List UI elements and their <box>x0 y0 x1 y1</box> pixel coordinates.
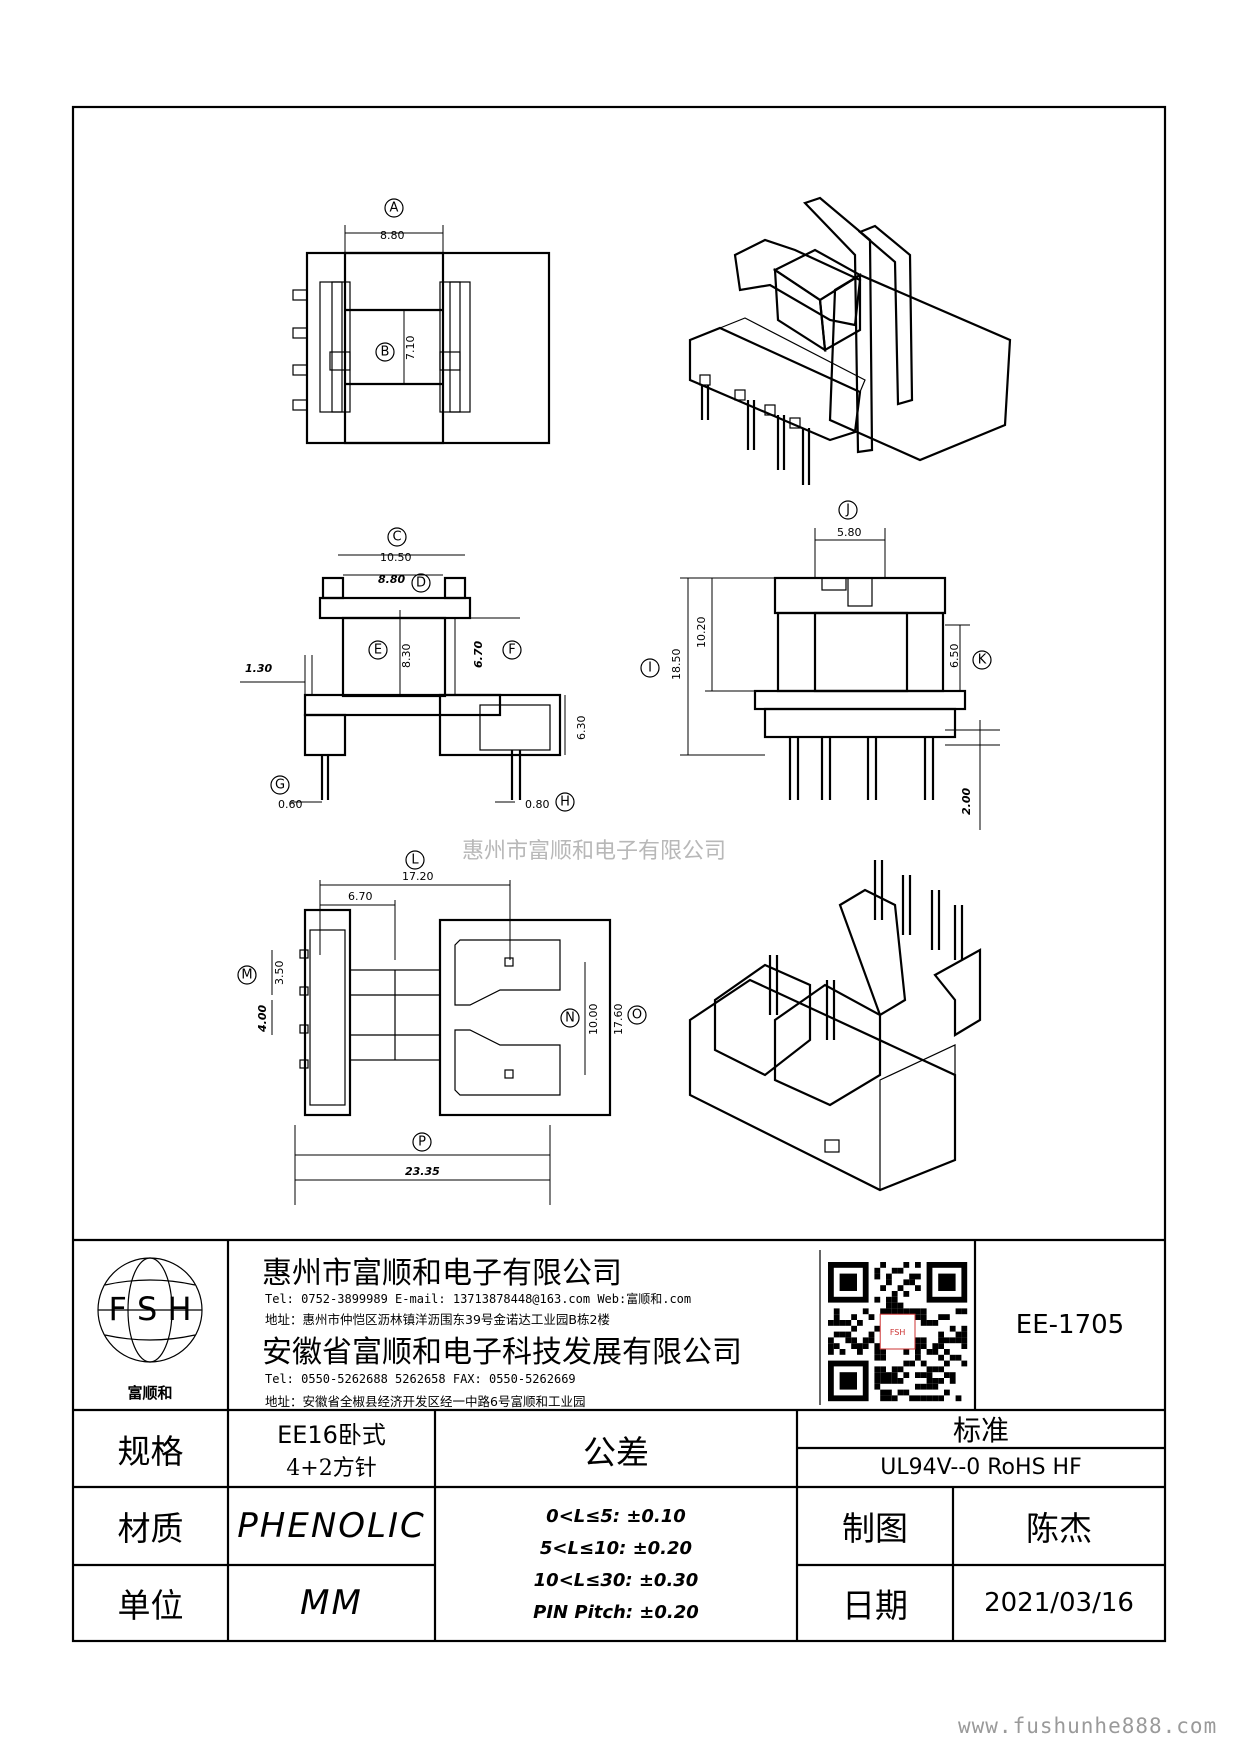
part-number: EE-1705 <box>1015 1310 1125 1340</box>
tolerance-list: 0<L≤5: ±0.10 5<L≤10: ±0.20 10<L≤30: ±0.3… <box>435 1490 797 1640</box>
material-label: 材质 <box>117 1509 184 1548</box>
label-E: E <box>374 643 382 658</box>
tolerance-line: 5<L≤10: ±0.20 <box>539 1538 693 1559</box>
dim-K: 6.50 <box>948 644 961 669</box>
watermark: 惠州市富顺和电子有限公司 <box>462 839 726 864</box>
drawn-by-value: 陈杰 <box>1026 1509 1092 1548</box>
dim-I: 18.50 <box>670 649 683 681</box>
dim-N: 10.00 <box>587 1004 600 1036</box>
company2-info: Tel: 0550-5262688 5262658 FAX: 0550-5262… <box>265 1372 576 1386</box>
fsh-logo: F S H 富顺和 <box>97 1257 203 1402</box>
label-J: J <box>845 503 850 518</box>
dim-4.00: 4.00 <box>256 1005 269 1033</box>
label-I: I <box>648 661 652 676</box>
dim-6.30: 6.30 <box>575 716 588 741</box>
dim-E: 8.30 <box>400 644 413 669</box>
label-K: K <box>978 653 987 668</box>
company2-address: 地址：安徽省全椒县经济开发区经一中路6号富顺和工业园 <box>265 1394 586 1409</box>
dim-2.00: 2.00 <box>960 788 973 815</box>
spec-value-1: EE16卧式 <box>277 1421 386 1449</box>
label-O: O <box>632 1008 642 1023</box>
qr-code-icon: FSH <box>828 1262 968 1402</box>
unit-label: 单位 <box>117 1586 184 1625</box>
dim-C: 10.50 <box>380 551 412 564</box>
iso-view-top <box>688 196 1012 485</box>
company1-name: 惠州市富顺和电子有限公司 <box>262 1256 622 1291</box>
unit-value: MM <box>300 1583 363 1623</box>
label-P: P <box>418 1135 426 1150</box>
label-C: C <box>392 530 401 545</box>
dim-M: 3.50 <box>273 961 286 986</box>
dim-10.20: 10.20 <box>695 617 708 649</box>
label-H: H <box>560 795 570 810</box>
logo-letters: F S H <box>108 1290 191 1328</box>
side-view <box>680 528 1000 830</box>
label-N: N <box>565 1011 575 1026</box>
dim-6.70: 6.70 <box>348 890 373 903</box>
label-M: M <box>241 968 252 983</box>
dim-J: 5.80 <box>837 526 862 539</box>
standard-label: 标准 <box>952 1414 1009 1447</box>
dim-B: 7.10 <box>404 336 417 361</box>
spec-value-2: 4+2方针 <box>286 1456 377 1481</box>
dim-1.30: 1.30 <box>245 662 272 675</box>
label-F: F <box>508 643 515 658</box>
dim-H: 0.80 <box>525 798 550 811</box>
label-B: B <box>381 345 390 360</box>
dim-L: 17.20 <box>402 870 434 883</box>
drawn-by-label: 制图 <box>842 1509 908 1548</box>
dim-O: 17.60 <box>612 1004 625 1036</box>
tolerance-line: 0<L≤5: ±0.10 <box>546 1506 686 1527</box>
bottom-view <box>271 880 612 1205</box>
iso-view-bottom <box>688 860 982 1192</box>
company1-info: Tel: 0752-3899989 E-mail: 13713878448@16… <box>265 1292 692 1306</box>
material-value: PHENOLIC <box>237 1506 426 1546</box>
dim-G: 0.60 <box>278 798 303 811</box>
dim-A: 8.80 <box>380 229 405 242</box>
date-label: 日期 <box>842 1586 908 1625</box>
company1-address: 地址：惠州市仲恺区沥林镇洋沥围东39号金诺达工业园B栋2楼 <box>265 1312 610 1327</box>
qr-badge: FSH <box>890 1328 906 1337</box>
date-value: 2021/03/16 <box>984 1588 1134 1618</box>
website-url: www.fushunhe888.com <box>958 1714 1217 1738</box>
tolerance-line: PIN Pitch: ±0.20 <box>533 1602 699 1623</box>
title-block-grid <box>73 1238 1165 1641</box>
spec-label: 规格 <box>117 1431 184 1471</box>
dim-P: 23.35 <box>405 1165 440 1178</box>
label-A: A <box>390 201 399 216</box>
company2-name: 安徽省富顺和电子科技发展有限公司 <box>262 1335 742 1370</box>
label-D: D <box>416 576 426 591</box>
dim-F: 6.70 <box>472 641 485 668</box>
label-G: G <box>275 778 285 793</box>
tolerance-label: 公差 <box>583 1433 649 1472</box>
top-view <box>292 225 551 445</box>
drawing-border <box>71 105 1167 1643</box>
dim-D: 8.80 <box>378 573 405 586</box>
front-view <box>240 554 566 803</box>
label-L: L <box>411 853 419 868</box>
reference-labels: A B C D E F G H I J K L M N O P <box>237 198 992 1152</box>
tolerance-line: 10<L≤30: ±0.30 <box>533 1570 699 1591</box>
logo-caption: 富顺和 <box>127 1384 172 1402</box>
standard-value: UL94V--0 RoHS HF <box>880 1455 1082 1480</box>
